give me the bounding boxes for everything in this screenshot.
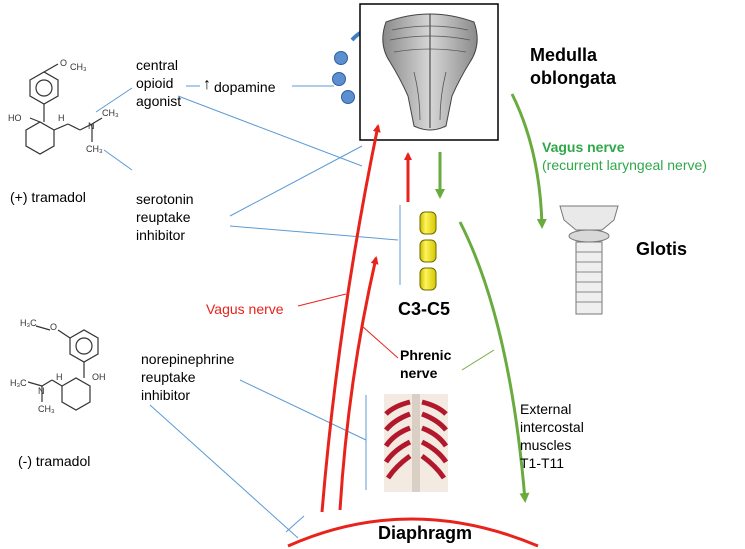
- norepinephrine-to-diaphragm-line: [149, 404, 299, 539]
- plus-to-opioid-line: [95, 87, 133, 113]
- diaphragm-dome: [287, 517, 539, 548]
- opioid-to-medulla-line: [177, 95, 363, 167]
- plus-aromatic-ring: [29, 71, 59, 105]
- vagus-nerve-red-label: Vagus nerve: [206, 301, 284, 317]
- serotonin-reuptake-label: serotonin reuptake inhibitor: [136, 191, 194, 243]
- svg-text:N: N: [38, 386, 45, 396]
- minus-tramadol-structure: [27, 325, 99, 411]
- vagus-to-glottis-arrow: [510, 93, 547, 229]
- vagus-recurrent-title: Vagus nerve: [542, 139, 625, 155]
- spinal-segments-c3-c5: [419, 211, 437, 291]
- plus-tramadol-label: (+) tramadol: [10, 189, 86, 205]
- svg-text:O: O: [50, 322, 57, 332]
- svg-text:CH₃: CH₃: [70, 62, 87, 72]
- svg-text:N: N: [88, 121, 95, 131]
- serotonin-to-medulla-line: [229, 145, 363, 217]
- minus-aromatic-ring: [69, 329, 99, 363]
- phrenic-nerve-label: Phrenic nerve: [400, 347, 452, 381]
- minus-atom-labels: H₃C O H₃C N CH₃ H OH: [10, 318, 106, 414]
- c3-c5-label: C3-C5: [398, 299, 451, 319]
- red-pointer-lines: [297, 293, 399, 359]
- norepinephrine-reuptake-label: norepinephrine reuptake inhibitor: [141, 351, 235, 403]
- green-efferent-arrows: [435, 93, 547, 503]
- diaphragm-to-spinal-arrow: [338, 256, 379, 511]
- glottis-illustration: [559, 205, 619, 315]
- svg-text:H: H: [56, 372, 63, 382]
- phrenic-pointer-green: [461, 349, 495, 371]
- vagus-recurrent-subtitle: (recurrent laryngeal nerve): [542, 157, 707, 173]
- svg-text:CH₃: CH₃: [38, 404, 55, 414]
- increase-arrow-icon: ↑: [203, 76, 211, 93]
- svg-text:CH₃: CH₃: [86, 144, 103, 154]
- medulla-illustration: [382, 13, 478, 131]
- svg-text:CH₃: CH₃: [102, 108, 119, 118]
- glotis-label: Glotis: [636, 239, 688, 259]
- plus-cyclohexane: [25, 121, 55, 155]
- svg-text:O: O: [60, 58, 67, 68]
- blue-connector-lines: [95, 85, 401, 539]
- norepinephrine-to-muscles-line: [239, 379, 367, 441]
- svg-text:H₃C: H₃C: [20, 318, 37, 328]
- diaphragm-marker-line: [285, 515, 305, 533]
- svg-text:OH: OH: [92, 372, 106, 382]
- diaphragm-label: Diaphragm: [378, 523, 473, 543]
- ribcage-illustration: [383, 394, 449, 492]
- diaphragm-to-medulla-arrow: [320, 124, 381, 513]
- minus-tramadol-label: (-) tramadol: [18, 453, 91, 469]
- svg-text:H: H: [58, 113, 65, 123]
- dopamine-label: dopamine: [214, 79, 276, 95]
- central-opioid-agonist-label: central opioid agonist: [136, 57, 182, 109]
- svg-text:H₃C: H₃C: [10, 378, 27, 388]
- minus-cyclohexane: [61, 377, 91, 411]
- serotonin-to-spinal-line: [229, 225, 399, 241]
- plus-tramadol-structure: [25, 63, 103, 155]
- plus-atom-labels: O CH₃ HO H N CH₃ CH₃: [8, 58, 119, 154]
- red-afferent-arrows: [287, 124, 539, 548]
- plus-to-serotonin-line: [103, 149, 133, 171]
- medulla-oblongata-label: Medulla oblongata: [530, 45, 616, 88]
- external-intercostal-label: External intercostal muscles T1-T11: [520, 401, 584, 471]
- svg-text:HO: HO: [8, 113, 22, 123]
- phrenic-to-diaphragm-arrow: [458, 221, 530, 503]
